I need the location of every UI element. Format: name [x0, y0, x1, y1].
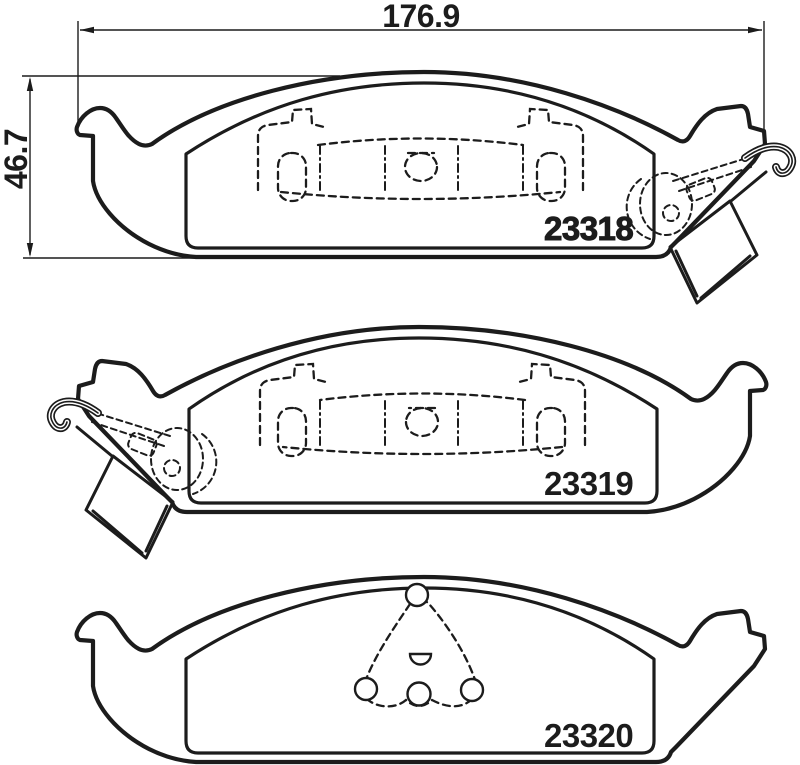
- width-dimension-label: 176.9: [382, 0, 460, 34]
- part-number-label-23319: 23319: [544, 465, 633, 502]
- width-arrow-right: [748, 26, 762, 34]
- clip-hole-bottom: [406, 681, 432, 707]
- clip-hole-apex: [404, 582, 430, 608]
- width-arrow-left: [80, 26, 94, 34]
- clip-hole-right: [459, 677, 485, 703]
- brake-pad-23320: 23320: [77, 577, 765, 762]
- clip-hole-center-flat: [408, 652, 433, 666]
- part-number-label-23320: 23320: [544, 717, 633, 754]
- dimension-annotations: [22, 21, 765, 259]
- part-number-label-23318: 23318: [544, 210, 633, 247]
- clip-hole-left: [353, 676, 379, 702]
- brake-pad-23318: 23318: [77, 72, 792, 303]
- brake-pad-23319: 23319: [51, 327, 766, 558]
- height-arrow-bottom: [26, 243, 34, 257]
- height-arrow-top: [26, 77, 34, 91]
- height-dimension-label: 46.7: [0, 129, 34, 189]
